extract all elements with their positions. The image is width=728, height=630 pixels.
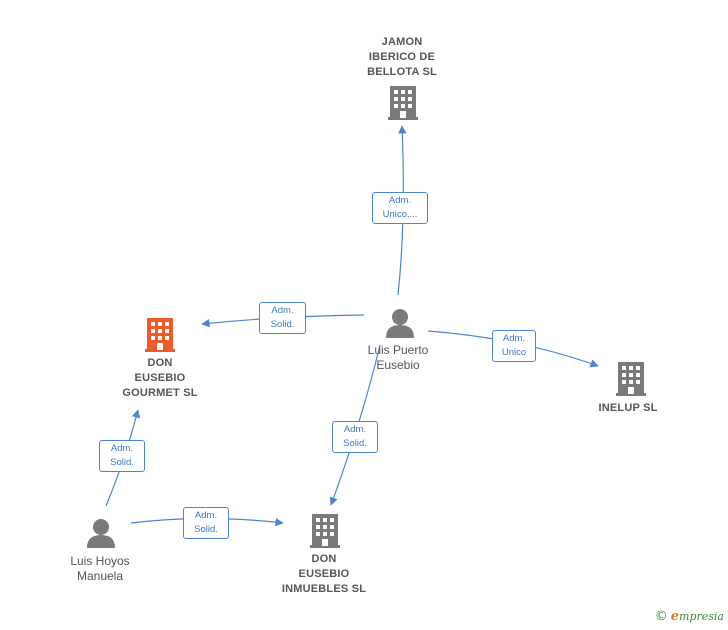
person-label-hoyos[interactable]: Luis Hoyos Manuela [70,554,130,583]
edge-label-hoyos-gourmet[interactable]: Adm. Solid. [99,440,145,472]
copyright-symbol: © [654,609,668,624]
brand-initial: e [670,609,680,624]
building-icon[interactable] [310,514,340,548]
edge-label-puerto-inelup[interactable]: Adm. Unico [492,330,536,362]
person-icon[interactable] [87,519,115,548]
person-label-puerto[interactable]: Luis Puerto Eusebio [367,343,429,372]
building-icon[interactable] [616,362,646,396]
brand-name: mpresia [679,610,724,623]
person-icon[interactable] [386,309,414,338]
edge-label-puerto-jamon[interactable]: Adm. Unico,... [372,192,428,224]
company-label-inmuebles[interactable]: DON EUSEBIO INMUEBLES SL [281,553,367,595]
edge-label-puerto-inmuebles[interactable]: Adm. Solid. [332,421,378,453]
company-label-inelup[interactable]: INELUP SL [598,402,658,414]
company-label-gourmet[interactable]: DON EUSEBIO GOURMET SL [122,357,198,399]
empresia-watermark: ©empresia [655,609,724,624]
building-icon[interactable] [388,86,418,120]
edge-label-hoyos-inmuebles[interactable]: Adm. Solid. [183,507,229,539]
building-icon[interactable] [145,318,175,352]
edge-label-puerto-gourmet[interactable]: Adm. Solid. [259,302,306,334]
company-label-jamon[interactable]: JAMON IBERICO DE BELLOTA SL [367,36,437,78]
